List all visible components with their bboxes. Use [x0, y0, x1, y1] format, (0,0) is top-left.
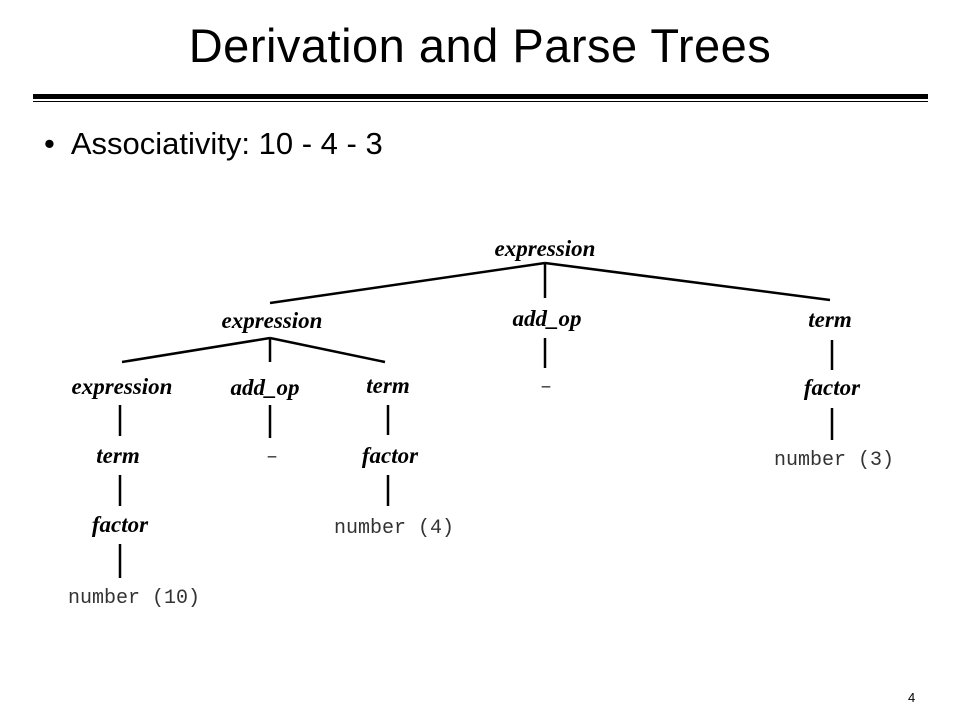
node-inner-term: term	[366, 373, 409, 398]
bullet-item: • Associativity: 10 - 4 - 3	[44, 124, 383, 164]
node-inner-expression: expression	[72, 374, 173, 399]
edge-expr-inner-term	[269, 336, 386, 364]
node-inner-minus: –	[266, 446, 278, 469]
edge-expr-inner-expression	[121, 336, 271, 364]
edge-root-term	[544, 261, 831, 302]
node-root-factor: factor	[804, 375, 861, 400]
node-number-10: number (10)	[68, 587, 200, 610]
node-root-expression: expression	[495, 236, 596, 261]
title-divider-thick	[33, 94, 928, 99]
bullet-text: Associativity: 10 - 4 - 3	[70, 126, 383, 161]
slide-number: 4	[908, 690, 916, 705]
node-number-3: number (3)	[774, 449, 894, 472]
edge-root-left-expression	[269, 261, 546, 305]
bullet-marker: •	[44, 126, 55, 161]
node-left-expression: expression	[222, 308, 323, 333]
node-leaf-factor: factor	[92, 512, 149, 537]
node-root-minus: –	[540, 376, 552, 399]
node-inner-factor: factor	[362, 443, 419, 468]
node-inner-add-op: add_op	[231, 375, 300, 400]
slide-title: Derivation and Parse Trees	[188, 19, 772, 72]
node-number-4: number (4)	[334, 517, 454, 540]
node-root-add-op: add_op	[513, 306, 582, 331]
node-root-term: term	[808, 307, 851, 332]
node-leaf-term: term	[96, 443, 139, 468]
title-divider-thin	[33, 101, 928, 102]
